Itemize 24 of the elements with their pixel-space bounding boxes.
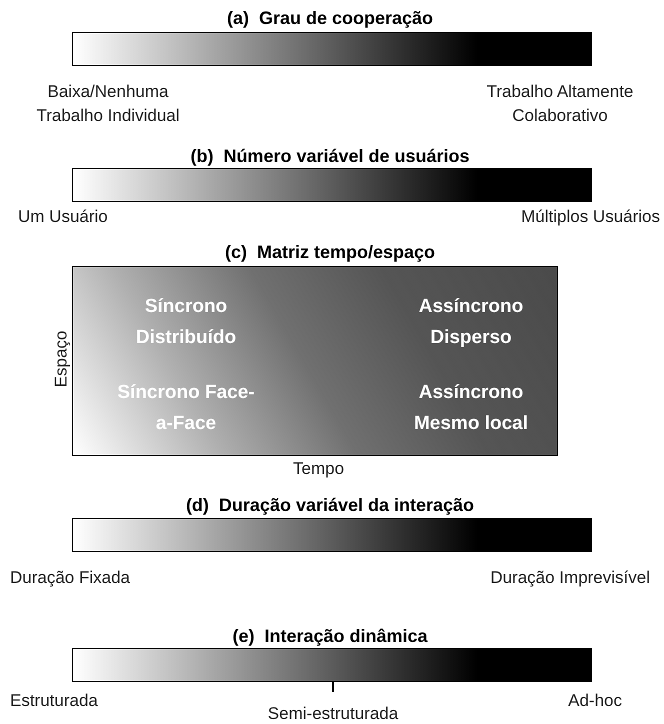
section-heading: (e) Interação dinâmica [232,625,428,648]
scale-label: Estruturada [10,690,98,712]
scale-label: Baixa/Nenhuma Trabalho Individual [35,81,180,127]
scale-label: Múltiplos Usuários [521,206,660,228]
scale-label: Duração Imprevisível [490,567,650,589]
gradient-bar [72,648,592,682]
scale-label: Trabalho Altamente Colaborativo [486,81,634,127]
section-heading: (c) Matriz tempo/espaço [224,241,436,264]
quadrant-label: Síncrono Face-a-Face [116,381,256,436]
gradient-bar [72,32,592,66]
section-heading: (d) Duração variável da interação [186,494,474,517]
scale-label: Ad-hoc [568,690,622,712]
scale-label: Duração Fixada [10,567,130,589]
quadrant-label: Síncrono Distribuído [134,295,238,350]
scale-label: Semi-estruturada [268,703,398,724]
section-heading: (b) Número variável de usuários [190,145,470,168]
quadrant-label: Assíncrono Mesmo local [412,381,530,436]
scale-label: Um Usuário [18,206,108,228]
axis-label: Tempo [293,458,344,480]
gradient-bar [72,168,592,202]
section-heading: (a) Grau de cooperação [226,7,434,30]
quadrant-label: Assíncrono Disperso [418,295,524,350]
axis-label: Espaço [50,330,72,388]
gradient-bar [72,518,592,552]
